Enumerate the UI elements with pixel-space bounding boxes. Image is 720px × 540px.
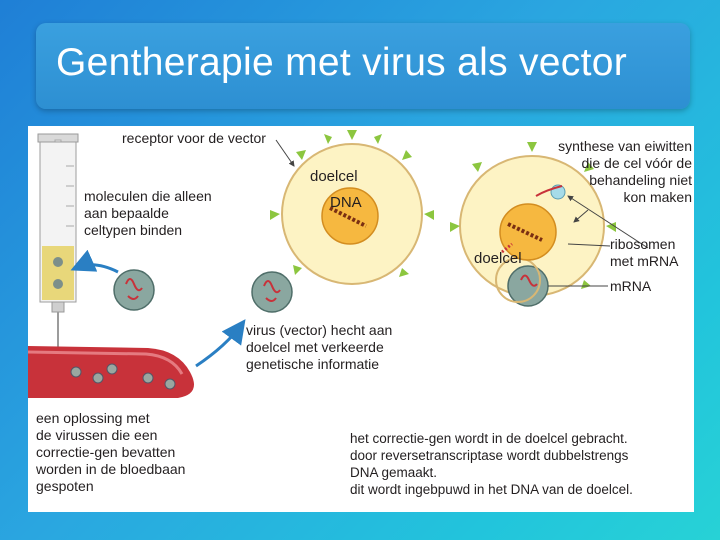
label-line: met mRNA [610, 253, 679, 269]
label-virus: virus (vector) hecht aan doelcel met ver… [246, 322, 392, 373]
label-ribosomen: ribosomen met mRNA [610, 236, 678, 270]
label-line: worden in de bloedbaan [36, 461, 186, 477]
virus-particle [113, 269, 155, 311]
label-moleculen: moleculen die alleen aan bepaalde celtyp… [84, 188, 212, 239]
label-line: die de cel vóór de [581, 155, 692, 171]
diagram-panel: receptor voor de vector doelcel DNA doel… [28, 126, 694, 512]
label-mrna: mRNA [610, 278, 652, 294]
label-doelcel-1: doelcel [310, 168, 358, 185]
diagram-graphics [28, 130, 649, 398]
target-cell-1 [270, 130, 434, 285]
label-bottom: het correctie-gen wordt in de doelcel ge… [350, 430, 633, 498]
label-line: virus (vector) hecht aan [246, 322, 393, 338]
label-dna: DNA [330, 194, 362, 211]
label-line: correctie-gen bevatten [36, 444, 176, 460]
label-line: het correctie-gen wordt in de doelcel ge… [350, 431, 628, 446]
label-line: behandeling niet [589, 172, 692, 188]
label-line: DNA gemaakt. [350, 465, 438, 480]
label-line: kon maken [623, 189, 692, 205]
label-line: moleculen die alleen [84, 188, 212, 204]
label-line: gespoten [36, 478, 94, 494]
target-cell-2 [450, 142, 616, 307]
slide-title: Gentherapie met virus als vector [56, 41, 628, 84]
syringe [37, 133, 79, 358]
label-line: de virussen die een [36, 427, 158, 443]
virus-particle [251, 271, 293, 313]
label-line: een oplossing met [36, 410, 150, 426]
flow-arrow [195, 319, 246, 368]
label-oplossing: een oplossing met de virussen die een co… [36, 410, 185, 495]
title-bar: Gentherapie met virus als vector [36, 23, 690, 109]
label-line: door reversetranscriptase wordt dubbelst… [350, 448, 629, 463]
label-synthese: synthese van eiwitten die de cel vóór de… [558, 138, 692, 206]
label-line: ribosomen [610, 236, 676, 252]
flow-arrow [70, 249, 119, 274]
label-line: doelcel met verkeerde [246, 339, 384, 355]
label-line: celtypen binden [84, 222, 183, 238]
label-line: aan bepaalde [84, 205, 169, 221]
label-receptor: receptor voor de vector [122, 130, 266, 146]
label-line: synthese van eiwitten [558, 138, 692, 154]
label-line: genetische informatie [246, 356, 380, 372]
label-line: dit wordt ingebpuwd in het DNA van de do… [350, 482, 633, 497]
blood-vessel [28, 346, 194, 398]
label-doelcel-2: doelcel [474, 250, 522, 267]
